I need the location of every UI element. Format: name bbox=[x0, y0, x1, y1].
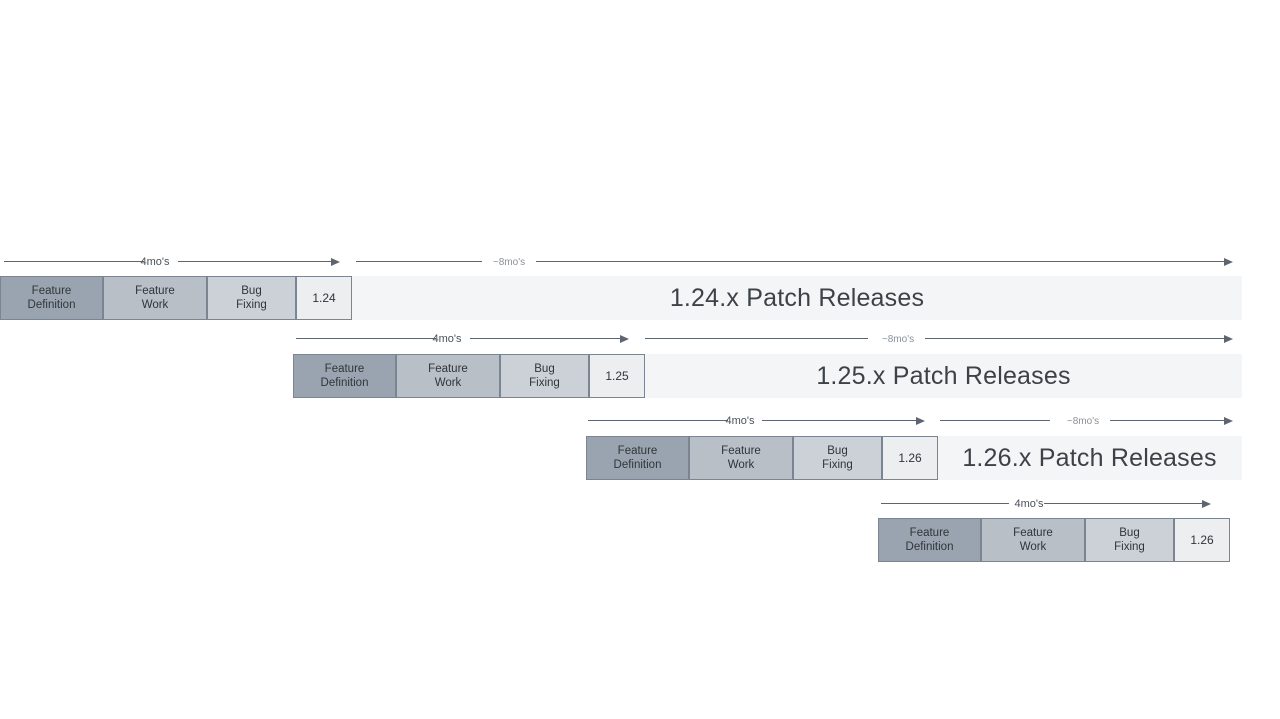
dev-arrow-label-124: 4mo's bbox=[140, 256, 170, 268]
phase-feature-definition-126[interactable]: Feature Definition bbox=[586, 436, 689, 480]
patch-band-124: 1.24.x Patch Releases bbox=[352, 276, 1242, 320]
phase-label-line2: Definition bbox=[320, 377, 369, 389]
patch-band-label-125: 1.25.x Patch Releases bbox=[816, 361, 1071, 390]
version-chip-126[interactable]: 1.26 bbox=[882, 436, 938, 480]
dev-arrow-line-right-127 bbox=[1044, 503, 1204, 504]
dev-arrow-label-127: 4mo's bbox=[1014, 498, 1044, 510]
phase-bug-fixing-124[interactable]: Bug Fixing bbox=[207, 276, 296, 320]
dev-arrow-label-126: 4mo's bbox=[725, 415, 755, 427]
phase-label-line1: Feature bbox=[324, 363, 365, 375]
version-chip-127[interactable]: 1.26 bbox=[1174, 518, 1230, 562]
phase-label-line1: Feature bbox=[135, 285, 175, 297]
phase-label-line2: Definition bbox=[27, 299, 76, 311]
phase-bug-fixing-127[interactable]: Bug Fixing bbox=[1085, 518, 1174, 562]
patch-band-label-126: 1.26.x Patch Releases bbox=[962, 443, 1217, 472]
phase-label-line2: Definition bbox=[613, 459, 662, 471]
phase-label-line2: Fixing bbox=[822, 459, 853, 471]
dev-arrow-line-left-126 bbox=[588, 420, 728, 421]
phase-label-line2: Work bbox=[434, 377, 462, 389]
phase-label-line2: Fixing bbox=[1114, 541, 1145, 553]
dev-arrow-line-right-125 bbox=[470, 338, 622, 339]
phase-bug-fixing-125[interactable]: Bug Fixing bbox=[500, 354, 589, 398]
phase-strip-127: Feature Definition Feature Work Bug Fixi… bbox=[878, 518, 1230, 562]
dev-arrow-line-right-124 bbox=[178, 261, 333, 262]
phase-feature-definition-127[interactable]: Feature Definition bbox=[878, 518, 981, 562]
patch-arrow-label-124: ~8mo's bbox=[492, 257, 526, 268]
phase-strip-124: Feature Definition Feature Work Bug Fixi… bbox=[0, 276, 352, 320]
phase-bug-fixing-126[interactable]: Bug Fixing bbox=[793, 436, 882, 480]
patch-band-126: 1.26.x Patch Releases bbox=[937, 436, 1242, 480]
version-chip-125[interactable]: 1.25 bbox=[589, 354, 645, 398]
phase-label-line2: Fixing bbox=[529, 377, 560, 389]
phase-strip-126: Feature Definition Feature Work Bug Fixi… bbox=[586, 436, 938, 480]
version-chip-124[interactable]: 1.24 bbox=[296, 276, 352, 320]
phase-label-line1: Feature bbox=[721, 445, 761, 457]
patch-arrow-label-126: ~8mo's bbox=[1066, 416, 1100, 427]
phase-feature-work-124[interactable]: Feature Work bbox=[103, 276, 207, 320]
patch-arrow-line-right-126 bbox=[1110, 420, 1228, 421]
patch-arrow-head-124 bbox=[1224, 257, 1233, 266]
patch-arrow-line-left-125 bbox=[645, 338, 868, 339]
patch-arrow-line-right-124 bbox=[536, 261, 1228, 262]
phase-label-line1: Feature bbox=[428, 363, 468, 375]
arrow-row-124: 4mo's ~8mo's bbox=[0, 252, 1240, 272]
phase-feature-definition-125[interactable]: Feature Definition bbox=[293, 354, 396, 398]
phase-label-line2: Fixing bbox=[236, 299, 267, 311]
phase-strip-125: Feature Definition Feature Work Bug Fixi… bbox=[293, 354, 645, 398]
arrow-row-125: 4mo's ~8mo's bbox=[0, 329, 1240, 349]
phase-feature-work-126[interactable]: Feature Work bbox=[689, 436, 793, 480]
phase-label-line1: Feature bbox=[909, 527, 950, 539]
dev-arrow-line-left-125 bbox=[296, 338, 436, 339]
phase-label-line1: Bug bbox=[827, 445, 848, 457]
phase-label-line2: Work bbox=[727, 459, 755, 471]
dev-arrow-label-125: 4mo's bbox=[432, 333, 462, 345]
phase-feature-definition-124[interactable]: Feature Definition bbox=[0, 276, 103, 320]
dev-arrow-line-left-124 bbox=[4, 261, 144, 262]
dev-arrow-head-127 bbox=[1202, 499, 1211, 508]
phase-label-line1: Bug bbox=[1119, 527, 1140, 539]
dev-arrow-line-right-126 bbox=[762, 420, 918, 421]
phase-label-line1: Bug bbox=[534, 363, 555, 375]
patch-arrow-line-right-125 bbox=[925, 338, 1228, 339]
patch-arrow-line-left-126 bbox=[940, 420, 1050, 421]
arrow-row-127: 4mo's bbox=[0, 494, 1240, 514]
dev-arrow-head-126 bbox=[916, 416, 925, 425]
dev-arrow-line-left-127 bbox=[881, 503, 1009, 504]
phase-label-line1: Feature bbox=[1013, 527, 1053, 539]
phase-label-line2: Work bbox=[141, 299, 169, 311]
phase-label-line1: Feature bbox=[31, 285, 72, 297]
phase-label-line2: Definition bbox=[905, 541, 954, 553]
patch-arrow-head-125 bbox=[1224, 334, 1233, 343]
phase-label-line1: Feature bbox=[617, 445, 658, 457]
arrow-row-126: 4mo's ~8mo's bbox=[0, 411, 1240, 431]
phase-label-line2: Work bbox=[1019, 541, 1047, 553]
dev-arrow-head-125 bbox=[620, 334, 629, 343]
patch-band-125: 1.25.x Patch Releases bbox=[645, 354, 1242, 398]
dev-arrow-head-124 bbox=[331, 257, 340, 266]
patch-band-label-124: 1.24.x Patch Releases bbox=[669, 283, 925, 312]
patch-arrow-label-125: ~8mo's bbox=[881, 334, 915, 345]
phase-label-line1: Bug bbox=[241, 285, 262, 297]
patch-arrow-head-126 bbox=[1224, 416, 1233, 425]
patch-arrow-line-left-124 bbox=[356, 261, 482, 262]
phase-feature-work-127[interactable]: Feature Work bbox=[981, 518, 1085, 562]
phase-feature-work-125[interactable]: Feature Work bbox=[396, 354, 500, 398]
